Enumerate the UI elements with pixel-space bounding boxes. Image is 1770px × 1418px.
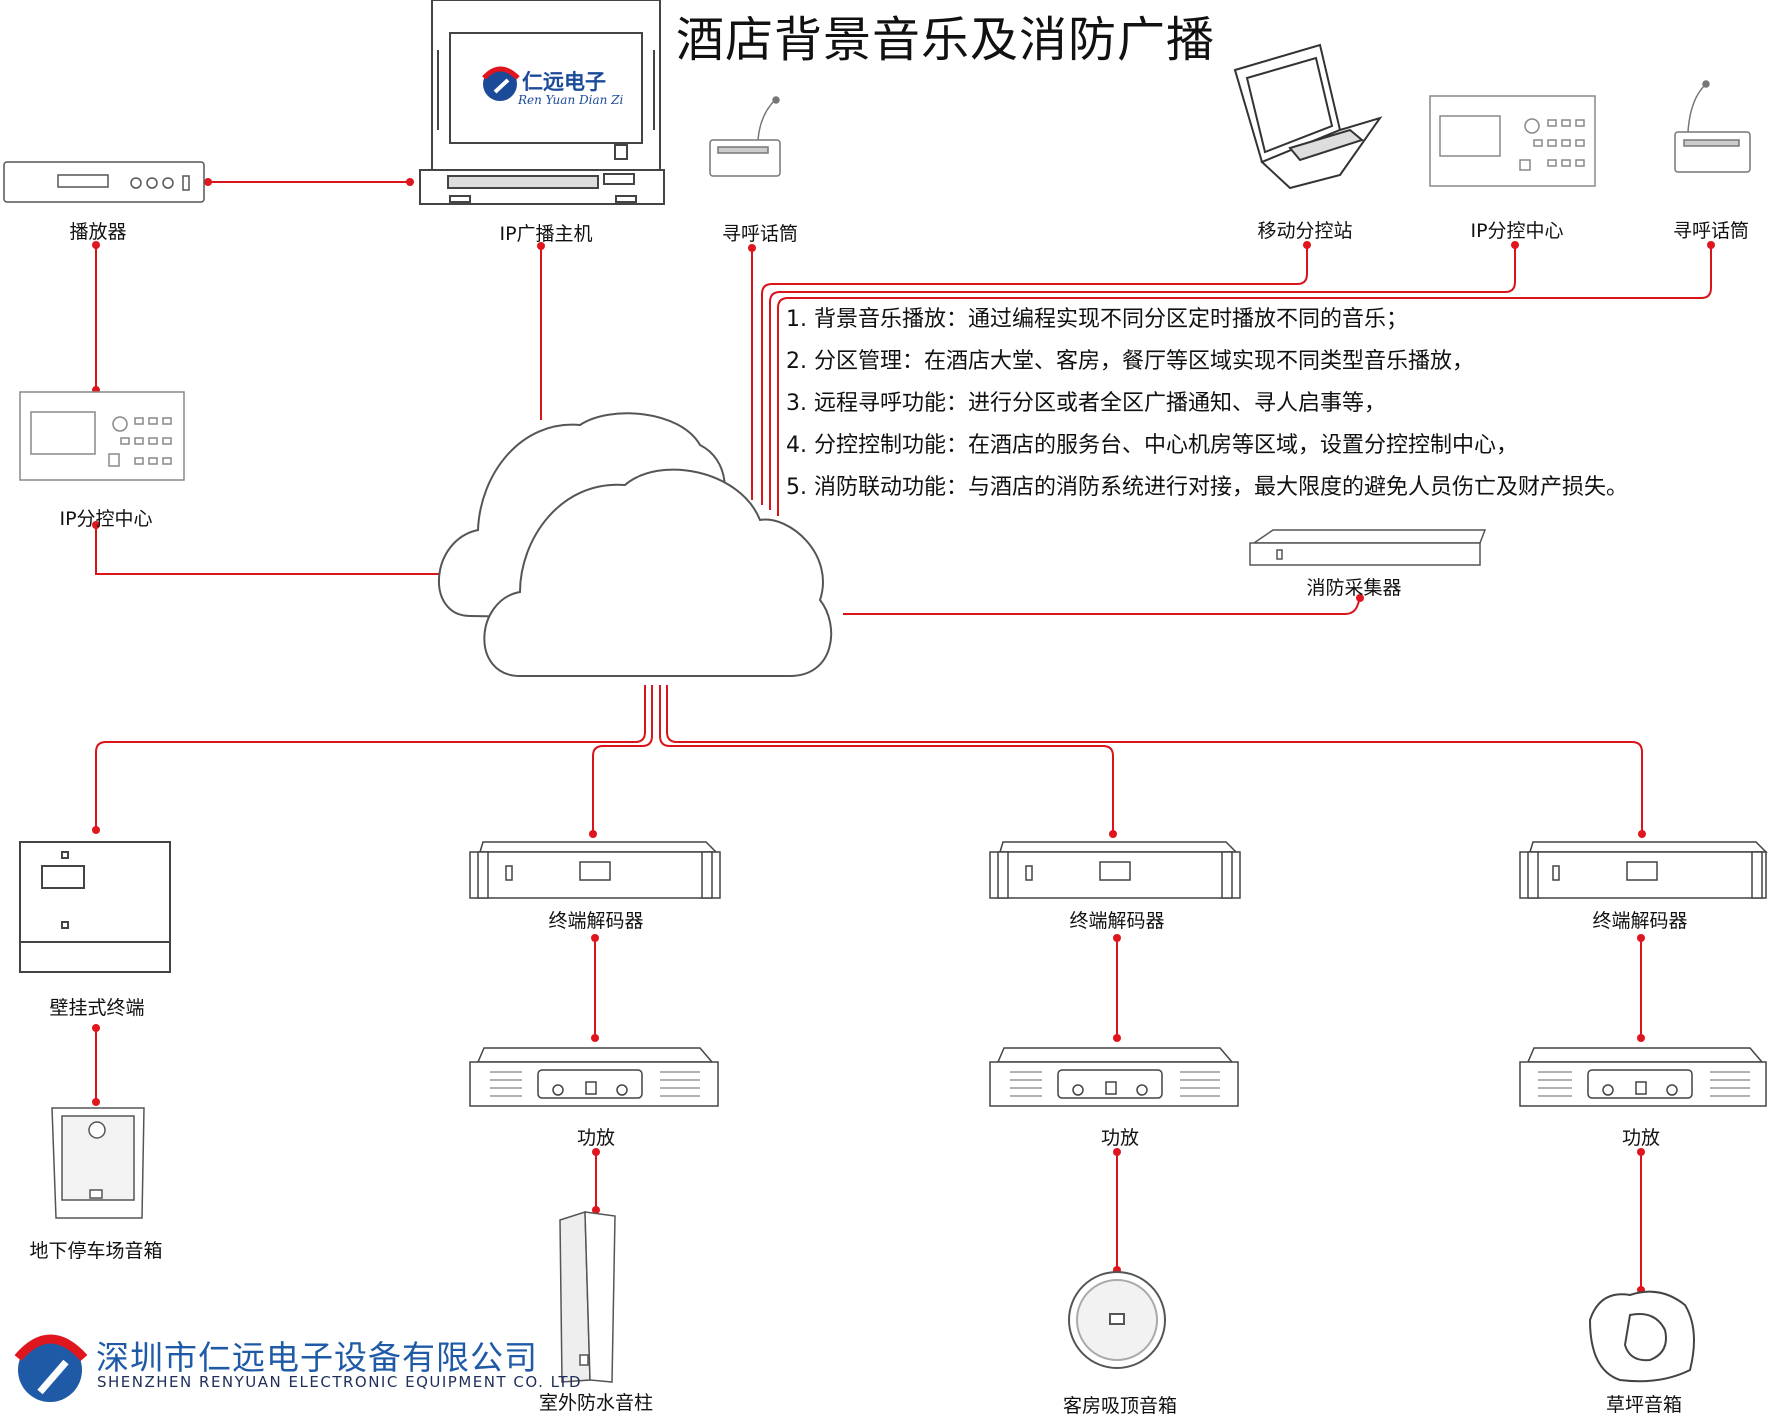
player-device [3, 161, 205, 203]
page-title: 酒店背景音乐及消防广播 [676, 12, 1216, 68]
bus-decoder-2 [659, 685, 1114, 834]
label-ip-host: IP广播主机 [499, 223, 593, 245]
label-lawn-speaker: 草坪音箱 [1605, 1394, 1683, 1416]
outdoor-column-device [559, 1210, 616, 1383]
label-parking-speaker: 地下停车场音箱 [29, 1240, 163, 1262]
lawn-speaker-device [1588, 1290, 1695, 1383]
company-name-cn: 深圳市仁远电子设备有限公司 [96, 1338, 538, 1377]
company-logo-icon [14, 1334, 88, 1402]
label-fire-collector: 消防采集器 [1306, 577, 1402, 599]
ip-control-center-2-device [1429, 95, 1596, 187]
bus-wall-terminal [95, 685, 646, 830]
feature-item-4: 4. 分控控制功能：在酒店的服务台、中心机房等区域，设置分控控制中心， [786, 433, 1518, 458]
label-paging-mic-1: 寻呼话筒 [721, 223, 799, 245]
ip-control-center-1-device [19, 391, 185, 481]
connection-lines [95, 181, 1712, 1290]
company-name-en: SHENZHEN RENYUAN ELECTRONIC EQUIPMENT CO… [97, 1373, 583, 1391]
paging-mic-2-device [1674, 80, 1751, 173]
label-amp-2: 功放 [1100, 1127, 1140, 1149]
cloud-network-icon [438, 412, 833, 677]
fire-collector-device [1249, 529, 1487, 566]
link-mic2-cloud [777, 245, 1712, 516]
paging-mic-1-device [709, 96, 781, 177]
label-ip-control-center-1: IP分控中心 [59, 508, 153, 530]
label-mobile-station: 移动分控站 [1257, 220, 1353, 242]
label-decoder-2: 终端解码器 [1069, 910, 1165, 932]
feature-item-2: 2. 分区管理：在酒店大堂、客房，餐厅等区域实现不同类型音乐播放， [786, 349, 1474, 374]
bus-decoder-3 [666, 685, 1643, 834]
amp-2-device [989, 1047, 1239, 1107]
connection-nodes [92, 178, 1715, 1294]
link-fire-cloud [843, 597, 1361, 615]
feature-item-5: 5. 消防联动功能：与酒店的消防系统进行对接，最大限度的避免人员伤亡及财产损失。 [786, 475, 1628, 500]
wall-terminal-device [19, 841, 171, 973]
decoder-3-device [1519, 841, 1768, 899]
screen-logo-cn: 仁远电子 [522, 70, 606, 94]
label-wall-terminal: 壁挂式终端 [49, 997, 145, 1019]
decoder-2-device [989, 841, 1241, 899]
feature-item-3: 3. 远程寻呼功能：进行分区或者全区广播通知、寻人启事等， [786, 391, 1386, 416]
mobile-station-device [1233, 43, 1383, 190]
ceiling-speaker-device [1068, 1271, 1166, 1369]
label-decoder-3: 终端解码器 [1592, 910, 1688, 932]
amp-3-device [1519, 1047, 1767, 1107]
screen-logo-en: Ren Yuan Dian Zi [518, 93, 624, 107]
label-decoder-1: 终端解码器 [548, 910, 644, 932]
link-mobile-cloud [761, 245, 1308, 505]
ren-yuan-logo-icon [482, 66, 520, 101]
link-ipcenter-cloud [95, 525, 440, 575]
label-paging-mic-2: 寻呼话筒 [1672, 220, 1750, 242]
label-ip-control-center-2: IP分控中心 [1470, 220, 1564, 242]
ip-host-device [419, 0, 665, 205]
link-ipcenter2-cloud [769, 245, 1516, 510]
parking-speaker-device [51, 1107, 145, 1219]
amp-1-device [469, 1047, 719, 1107]
label-player: 播放器 [69, 221, 127, 243]
label-amp-1: 功放 [576, 1127, 616, 1149]
bus-decoder-1 [592, 685, 653, 834]
feature-item-1: 1. 背景音乐播放：通过编程实现不同分区定时播放不同的音乐； [786, 307, 1408, 332]
label-amp-3: 功放 [1621, 1127, 1661, 1149]
label-outdoor-column: 室外防水音柱 [538, 1392, 654, 1414]
label-ceiling-speaker: 客房吸顶音箱 [1062, 1395, 1178, 1417]
decoder-1-device [469, 841, 721, 899]
